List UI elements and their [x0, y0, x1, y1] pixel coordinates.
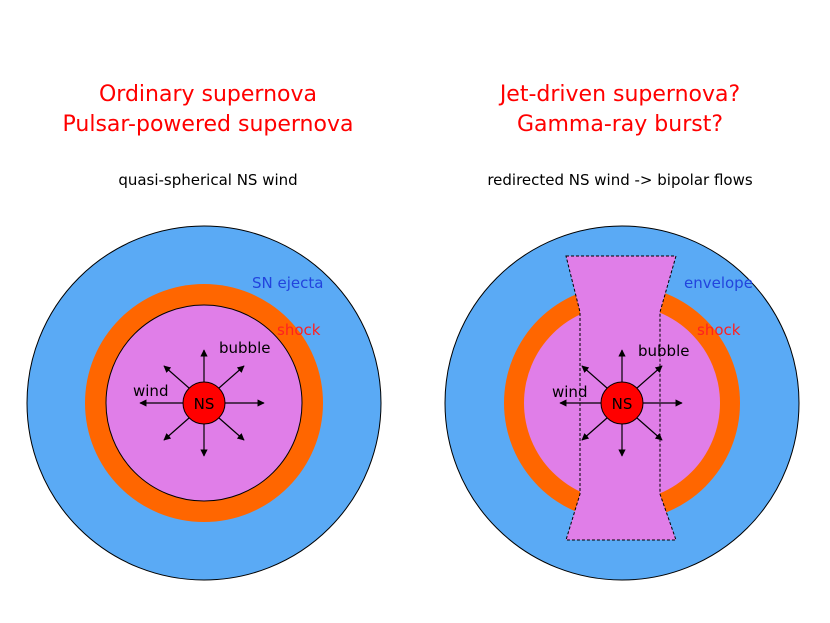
- right-title: Jet-driven supernova? Gamma-ray burst?: [430, 80, 810, 140]
- right-envelope-label: envelope: [684, 274, 753, 292]
- left-wind-arrow: [163, 417, 190, 441]
- left-shock-label: shock: [277, 321, 321, 339]
- right-wind-arrow: [636, 365, 663, 389]
- left-ns-label: NS: [194, 395, 215, 413]
- left-diagram: NS SN ejecta shock bubble wind: [26, 225, 382, 581]
- right-title-line1: Jet-driven supernova?: [499, 82, 741, 107]
- left-bubble-label: bubble: [219, 339, 270, 357]
- right-subtitle: redirected NS wind -> bipolar flows: [487, 171, 753, 189]
- left-title: Ordinary supernova Pulsar-powered supern…: [18, 80, 398, 140]
- left-wind-arrow: [218, 365, 245, 389]
- left-wind-arrow: [163, 365, 190, 389]
- right-wind-arrows: [559, 349, 683, 457]
- right-wind-arrow: [636, 417, 663, 441]
- left-subtitle: quasi-spherical NS wind: [118, 171, 298, 189]
- left-wind-label: wind: [133, 382, 168, 400]
- left-ns-core: [182, 381, 226, 425]
- right-bubble-label: bubble: [638, 342, 689, 360]
- right-ns-core: [600, 381, 644, 425]
- left-ejecta-label: SN ejecta: [252, 274, 323, 292]
- right-wind-label: wind: [552, 383, 587, 401]
- right-wind-arrow: [581, 365, 608, 389]
- right-wind-arrow: [581, 417, 608, 441]
- left-wind-arrow: [218, 417, 245, 441]
- left-wind-arrows: [139, 349, 265, 457]
- left-title-line2: Pulsar-powered supernova: [62, 112, 354, 137]
- right-diagram: NS envelope shock bubble wind: [444, 225, 800, 581]
- right-shock-label: shock: [697, 321, 741, 339]
- right-ns-label: NS: [612, 395, 633, 413]
- right-title-line2: Gamma-ray burst?: [516, 112, 724, 137]
- left-title-line1: Ordinary supernova: [98, 82, 317, 107]
